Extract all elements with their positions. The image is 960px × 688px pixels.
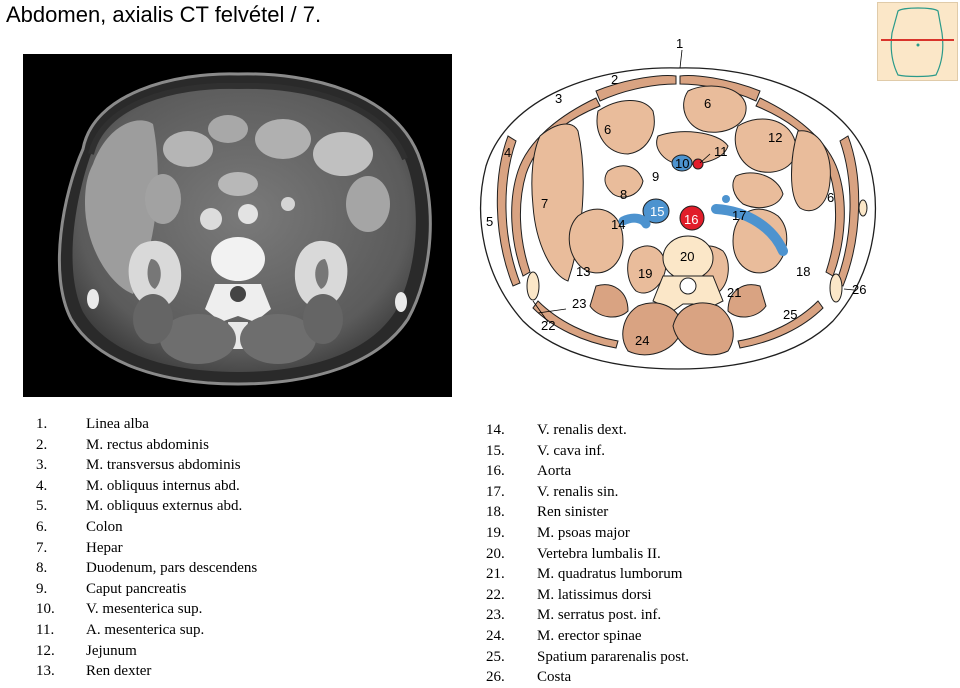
label-26: 26 [852, 282, 866, 297]
label-14: 14 [611, 217, 625, 232]
legend-item: 7.Hepar [36, 539, 123, 556]
label-18: 18 [796, 264, 810, 279]
legend-item: 17.V. renalis sin. [486, 483, 619, 500]
label-19: 19 [638, 266, 652, 281]
legend-item: 12.Jejunum [36, 642, 137, 659]
label-23: 23 [572, 296, 586, 311]
quadratus-right [589, 284, 629, 318]
label-15: 15 [650, 204, 664, 219]
label-5: 5 [486, 214, 493, 229]
label-12: 12 [768, 130, 782, 145]
colon-shape-1 [596, 100, 655, 155]
legend-item: 8.Duodenum, pars descendens [36, 560, 258, 577]
label-11: 11 [714, 144, 728, 159]
legend-item: 4.M. obliquus internus abd. [36, 477, 240, 494]
label-1: 1 [676, 36, 683, 51]
legend-item: 20.Vertebra lumbalis II. [486, 545, 661, 562]
label-17: 17 [732, 208, 746, 223]
rectus-left-shape [595, 75, 677, 102]
label-2: 2 [611, 72, 618, 87]
legend-item: 9.Caput pancreatis [36, 580, 187, 597]
psoas-right [627, 245, 667, 294]
latissimus-right [532, 300, 619, 349]
label-13: 13 [576, 264, 590, 279]
aorta-shape [679, 205, 705, 231]
legend-item: 19.M. psoas major [486, 524, 630, 541]
quadratus-left [727, 284, 767, 318]
sma-artery [692, 158, 704, 170]
label-25: 25 [783, 307, 797, 322]
legend-item: 13.Ren dexter [36, 663, 152, 680]
legend-item: 5.M. obliquus externus abd. [36, 498, 243, 515]
legend-item: 11.A. mesenterica sup. [36, 621, 205, 638]
orientation-thumbnail [877, 2, 958, 81]
ct-scan-image [23, 54, 452, 397]
legend-item: 6.Colon [36, 518, 123, 535]
left-kidney-shape [732, 208, 788, 274]
torso-outline [890, 7, 944, 78]
legend-item: 24.M. erector spinae [486, 627, 642, 644]
legend-item: 1.Linea alba [36, 416, 149, 432]
legend-item: 26.Costa [486, 669, 572, 686]
label-22: 22 [541, 318, 555, 333]
label-4: 4 [504, 145, 511, 160]
rib-left [829, 273, 843, 303]
rib-costa [858, 199, 868, 217]
label-6b: 6 [704, 96, 711, 111]
bowel-shape [732, 172, 784, 209]
label-10: 10 [675, 156, 689, 171]
pancreas-head-shape [656, 131, 729, 165]
right-renal-vein [618, 213, 651, 229]
legend-right: 14.V. renalis dext. 15.V. cava inf. 16.A… [486, 420, 689, 688]
label-16: 16 [684, 212, 698, 227]
latissimus-left [737, 300, 824, 349]
legend-item: 18.Ren sinister [486, 504, 609, 521]
colon-shape-2 [683, 85, 747, 133]
label-8: 8 [620, 187, 627, 202]
label-21: 21 [727, 285, 741, 300]
label-6a: 6 [604, 122, 611, 137]
ivc-shape [642, 198, 670, 224]
obliquus-left [496, 135, 521, 287]
legend-item: 14.V. renalis dext. [486, 422, 627, 438]
label-24: 24 [635, 333, 649, 348]
legend-item: 15.V. cava inf. [486, 442, 606, 459]
legend-item: 10.V. mesenterica sup. [36, 601, 203, 618]
colon-shape-3 [791, 130, 831, 212]
legend-item: 25.Spatium pararenalis post. [486, 648, 690, 665]
label-7: 7 [541, 196, 548, 211]
legend-item: 21.M. quadratus lumborum [486, 566, 683, 583]
anatomy-diagram: 1 2 3 4 5 6 6 7 8 9 10 11 12 6 13 14 15 … [480, 36, 876, 370]
rib-right [526, 271, 540, 301]
legend-item: 23.M. serratus post. inf. [486, 607, 662, 624]
label-3: 3 [555, 91, 562, 106]
page-title: Abdomen, axialis CT felvétel / 7. [6, 2, 322, 27]
duodenum-shape [604, 165, 644, 198]
erector-right [622, 302, 684, 356]
label-20: 20 [680, 249, 694, 264]
label-9: 9 [652, 169, 659, 184]
small-vein [722, 195, 730, 203]
legend-item: 22.M. latissimus dorsi [486, 586, 652, 603]
navel-mark [916, 43, 920, 47]
legend-item: 2.M. rectus abdominis [36, 436, 209, 453]
left-renal-vein [711, 204, 788, 256]
legend-item: 3.M. transversus abdominis [36, 457, 241, 474]
legend-item: 16.Aorta [486, 463, 572, 480]
legend-left: 1.Linea alba 2.M. rectus abdominis 3.M. … [36, 414, 257, 682]
sma-vein [671, 154, 693, 172]
label-6c: 6 [827, 190, 834, 205]
right-kidney-shape [568, 208, 624, 274]
jejunum-shape [734, 118, 797, 173]
erector-left [672, 302, 734, 356]
spinal-canal [679, 277, 697, 295]
